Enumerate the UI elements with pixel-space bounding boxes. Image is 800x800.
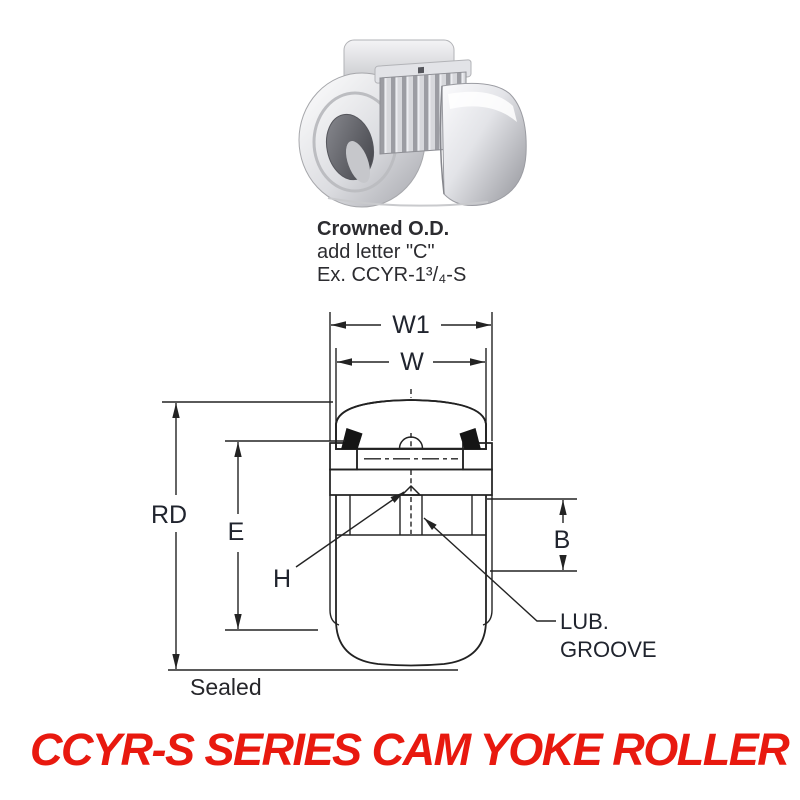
dim-e: E	[225, 440, 345, 631]
dim-label-h: H	[273, 565, 291, 593]
bearing-bore-highlight	[345, 141, 371, 183]
dimensions: W1 W RD E B	[151, 311, 657, 700]
dim-w: W	[335, 348, 487, 428]
dim-label-b: B	[554, 526, 571, 554]
lube-hole-notch	[400, 484, 422, 496]
dim-label-w1: W1	[392, 311, 430, 339]
bearing-seam	[439, 85, 445, 195]
dim-label-rd: RD	[151, 501, 187, 529]
bearing-bottom-edge	[327, 197, 489, 207]
crowned-note-line3: Ex. CCYR-1³/₄-S	[317, 264, 467, 286]
dim-h: H	[273, 491, 405, 593]
bearing-render	[298, 39, 527, 208]
dim-rd: RD	[151, 401, 458, 671]
sealed-label: Sealed	[190, 674, 262, 700]
product-photo	[298, 39, 527, 208]
lube-hole-dome	[398, 436, 424, 450]
roller-silhouette	[335, 495, 487, 667]
dim-label-e: E	[228, 518, 245, 546]
right-collar-edge	[482, 495, 493, 626]
dim-label-w: W	[400, 348, 424, 376]
bore-groove-lines	[349, 495, 473, 535]
lub-groove-callout: LUB. GROOVE	[423, 517, 657, 662]
lub-groove-label-line2: GROOVE	[560, 637, 657, 662]
crowned-note: Crowned O.D. add letter "C" Ex. CCYR-1³/…	[317, 218, 547, 287]
left-seal	[341, 428, 363, 450]
cross-section-diagram: W1 W RD E B	[151, 311, 657, 700]
dim-w1: W1	[329, 311, 493, 441]
bearing-section	[329, 389, 493, 667]
outer-ring-hatch	[335, 399, 487, 450]
crowned-note-line2: add letter "C"	[317, 241, 435, 263]
dim-b: B	[487, 498, 577, 572]
series-title: CCYR-S SERIES CAM YOKE ROLLER	[30, 724, 790, 775]
lub-groove-label-line1: LUB.	[560, 609, 609, 634]
crowned-note-line1: Crowned O.D.	[317, 218, 450, 240]
bearing-highlight	[448, 91, 517, 122]
left-collar-edge	[329, 495, 340, 626]
right-seal	[459, 428, 481, 450]
